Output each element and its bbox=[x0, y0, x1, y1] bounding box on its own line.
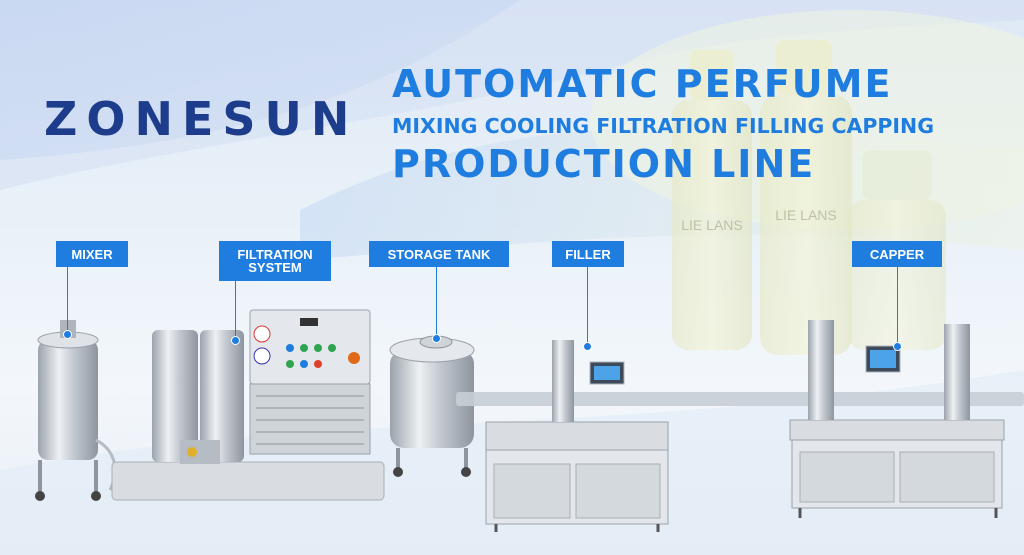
label-filtration-line-1: FILTRATION bbox=[237, 247, 313, 262]
brand-logo: ZONESUN bbox=[44, 92, 359, 146]
perfume-bottle-left bbox=[672, 50, 752, 350]
label-filler: FILLER bbox=[552, 241, 624, 267]
perfume-bottle-center bbox=[760, 40, 852, 355]
callout-line-mixer bbox=[67, 267, 68, 333]
callout-dot-filtration bbox=[231, 336, 240, 345]
callout-dot-mixer bbox=[63, 330, 72, 339]
bottle-brand-text: LIE LANS bbox=[681, 217, 742, 233]
headline-line-1: AUTOMATIC PERFUME bbox=[392, 62, 893, 106]
callout-line-capper bbox=[897, 267, 898, 345]
callout-dot-filler bbox=[583, 342, 592, 351]
label-storage-tank: STORAGE TANK bbox=[369, 241, 509, 267]
filtration-machine bbox=[111, 309, 385, 501]
capper-machine bbox=[789, 320, 1005, 518]
headline-line-2: MIXING COOLING FILTRATION FILLING CAPPIN… bbox=[392, 114, 935, 138]
headline-line-3: PRODUCTION LINE bbox=[392, 142, 816, 186]
label-filtration-system: FILTRATION SYSTEM bbox=[219, 241, 331, 281]
callout-line-filler bbox=[587, 267, 588, 345]
callout-dot-storage-tank bbox=[432, 334, 441, 343]
label-mixer: MIXER bbox=[56, 241, 128, 267]
label-filtration-line-2: SYSTEM bbox=[248, 260, 302, 275]
mixer-machine bbox=[35, 320, 117, 501]
filler-machine bbox=[456, 340, 1024, 532]
label-capper: CAPPER bbox=[852, 241, 942, 267]
callout-dot-capper bbox=[893, 342, 902, 351]
callout-line-storage-tank bbox=[436, 267, 437, 337]
bottle-brand-text: LIE LANS bbox=[775, 207, 836, 223]
callout-line-filtration bbox=[235, 281, 236, 339]
storage-tank-machine bbox=[389, 335, 475, 477]
